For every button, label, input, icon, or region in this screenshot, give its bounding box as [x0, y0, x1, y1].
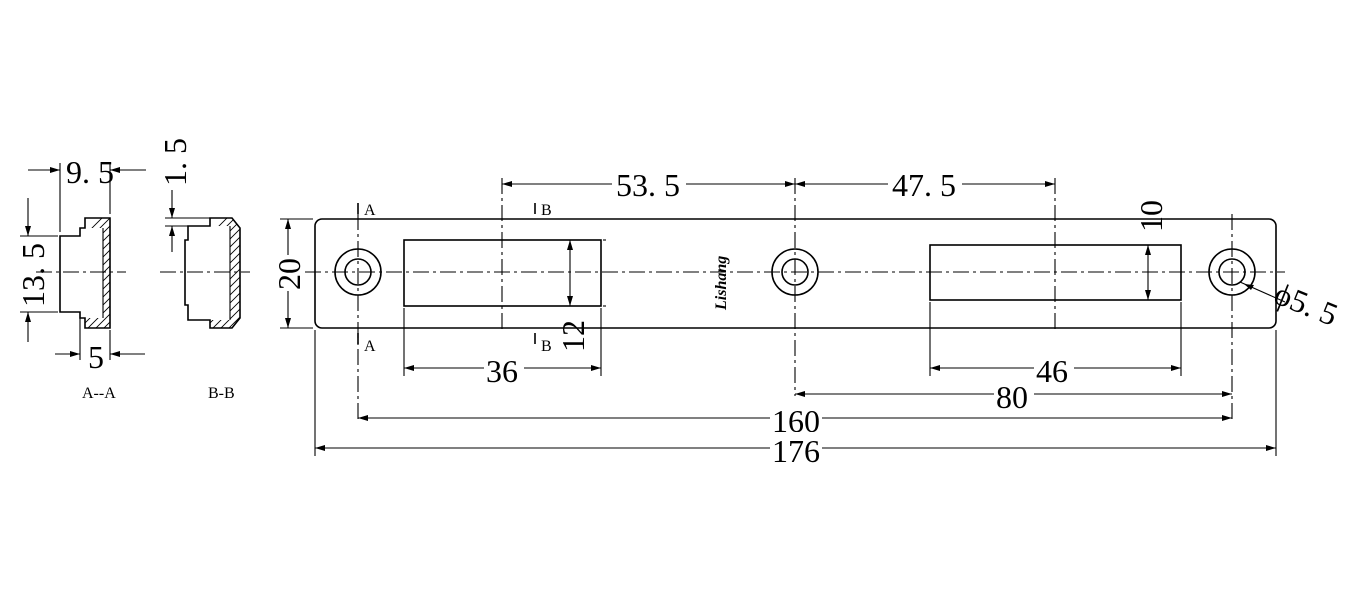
brand-logo: Lishang — [713, 256, 730, 311]
section-mark-b-top: B — [541, 202, 552, 219]
dim-left-offset: 53. 5 — [616, 167, 680, 203]
hole-left — [334, 248, 382, 296]
section-mark-a-bottom: A — [364, 338, 376, 355]
section-a-dim-height: 13. 5 — [15, 243, 51, 307]
section-mark-a-top: A — [364, 202, 376, 219]
dim-hole-diameter: ϕ5. 5 — [1269, 275, 1343, 333]
dim-center-to-right: 80 — [996, 379, 1028, 415]
section-mark-b-bottom: B — [541, 338, 552, 355]
section-b-outline — [184, 217, 241, 329]
section-a-dim-width: 9. 5 — [66, 154, 114, 190]
dim-left-slot-width: 36 — [486, 353, 518, 389]
hole-center — [771, 248, 819, 296]
dim-right-offset: 47. 5 — [892, 167, 956, 203]
dim-right-slot-width: 46 — [1036, 353, 1068, 389]
dim-height: 20 — [271, 258, 307, 290]
dim-overall-length: 176 — [772, 433, 820, 469]
dim-right-slot-height: 10 — [1133, 200, 1169, 232]
section-b-dim-thickness: 1. 5 — [157, 138, 193, 186]
section-a-outline — [59, 217, 111, 329]
section-b-hatch — [210, 218, 240, 328]
hole-right — [1208, 248, 1256, 296]
section-b-title: B-B — [208, 385, 235, 402]
slot-right — [929, 244, 1182, 301]
section-a-title: A--A — [82, 385, 116, 402]
plate-view: Lishang A A B B 53. 5 47. 5 20 — [271, 166, 1343, 469]
section-a-dim-inner: 5 — [88, 339, 104, 375]
section-a-hatch — [85, 218, 110, 328]
dim-left-slot-height: 12 — [555, 320, 591, 352]
svg-text:Lishang: Lishang — [713, 256, 730, 311]
slot-left — [403, 239, 602, 307]
section-b-view: 1. 5 B-B — [157, 138, 250, 402]
section-a-view: 9. 5 13. 5 5 A--A — [15, 154, 146, 402]
